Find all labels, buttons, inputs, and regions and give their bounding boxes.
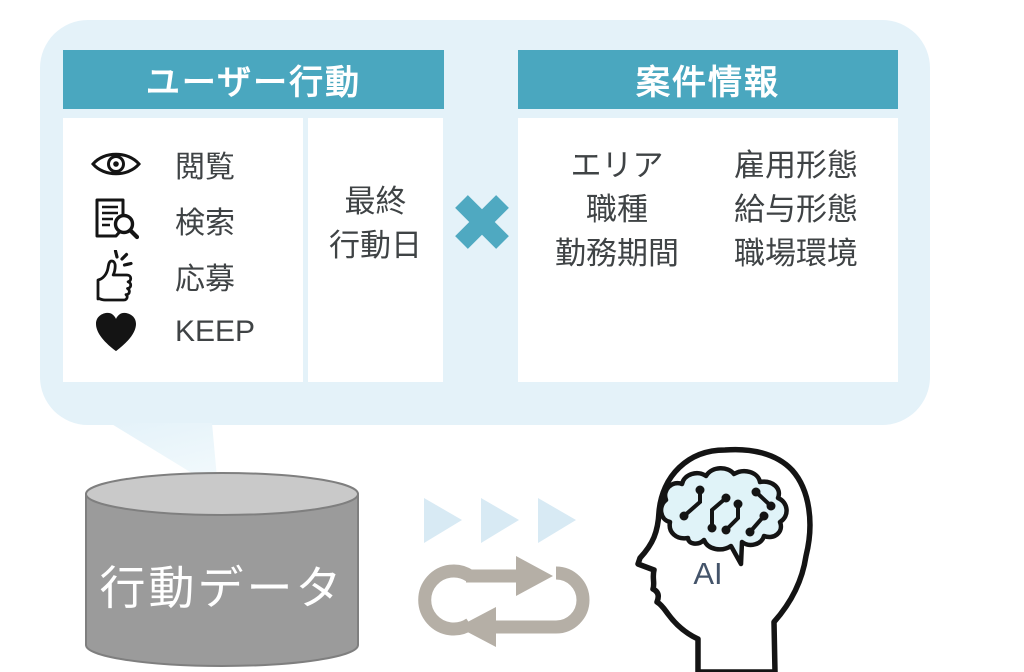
action-row-apply: 応募 xyxy=(63,248,303,304)
action-row-search: 検索 xyxy=(63,192,303,248)
job-attr: エリア xyxy=(570,148,664,183)
user-actions-box: 閲覧 検索 応募 xyxy=(63,118,303,382)
job-info-column-1: エリア 職種 勤務期間 xyxy=(537,144,697,276)
heart-icon xyxy=(83,312,149,352)
multiply-icon xyxy=(455,195,509,249)
cycle-arrows-icon xyxy=(418,556,590,647)
job-info-header: 案件情報 xyxy=(518,50,898,109)
job-attr: 職場環境 xyxy=(734,236,858,271)
job-info-column-2: 雇用形態 給与形態 職場環境 xyxy=(716,144,876,276)
database-cylinder-icon xyxy=(85,472,359,667)
database-label: 行動データ xyxy=(99,562,345,614)
job-attr: 勤務期間 xyxy=(555,236,679,271)
brain-circuit-nodes xyxy=(679,485,776,537)
document-search-icon xyxy=(83,198,149,242)
action-label: 閲覧 xyxy=(175,151,235,184)
last-action-line2: 行動日 xyxy=(329,228,422,263)
flow-arrows-icon xyxy=(424,498,576,543)
ai-head-icon xyxy=(635,446,813,672)
bubble-tail xyxy=(110,423,218,489)
last-action-date-box: 最終 行動日 xyxy=(308,118,443,382)
eye-icon xyxy=(83,149,149,179)
thumbs-up-icon xyxy=(83,250,149,302)
last-action-line1: 最終 xyxy=(344,184,407,219)
user-behavior-title: ユーザー行動 xyxy=(145,64,362,102)
action-row-view: 閲覧 xyxy=(63,136,303,192)
job-info-title: 案件情報 xyxy=(636,64,780,102)
user-behavior-header: ユーザー行動 xyxy=(63,50,444,109)
action-label: 応募 xyxy=(175,263,235,296)
action-row-keep: KEEP xyxy=(63,304,303,360)
action-label: 検索 xyxy=(175,207,235,240)
job-attr: 職種 xyxy=(586,192,648,227)
job-attr: 給与形態 xyxy=(734,192,858,227)
action-label: KEEP xyxy=(175,315,256,348)
job-attr: 雇用形態 xyxy=(734,148,858,183)
ai-label: AI xyxy=(693,556,723,591)
job-info-box: エリア 職種 勤務期間 雇用形態 給与形態 職場環境 xyxy=(518,118,898,382)
